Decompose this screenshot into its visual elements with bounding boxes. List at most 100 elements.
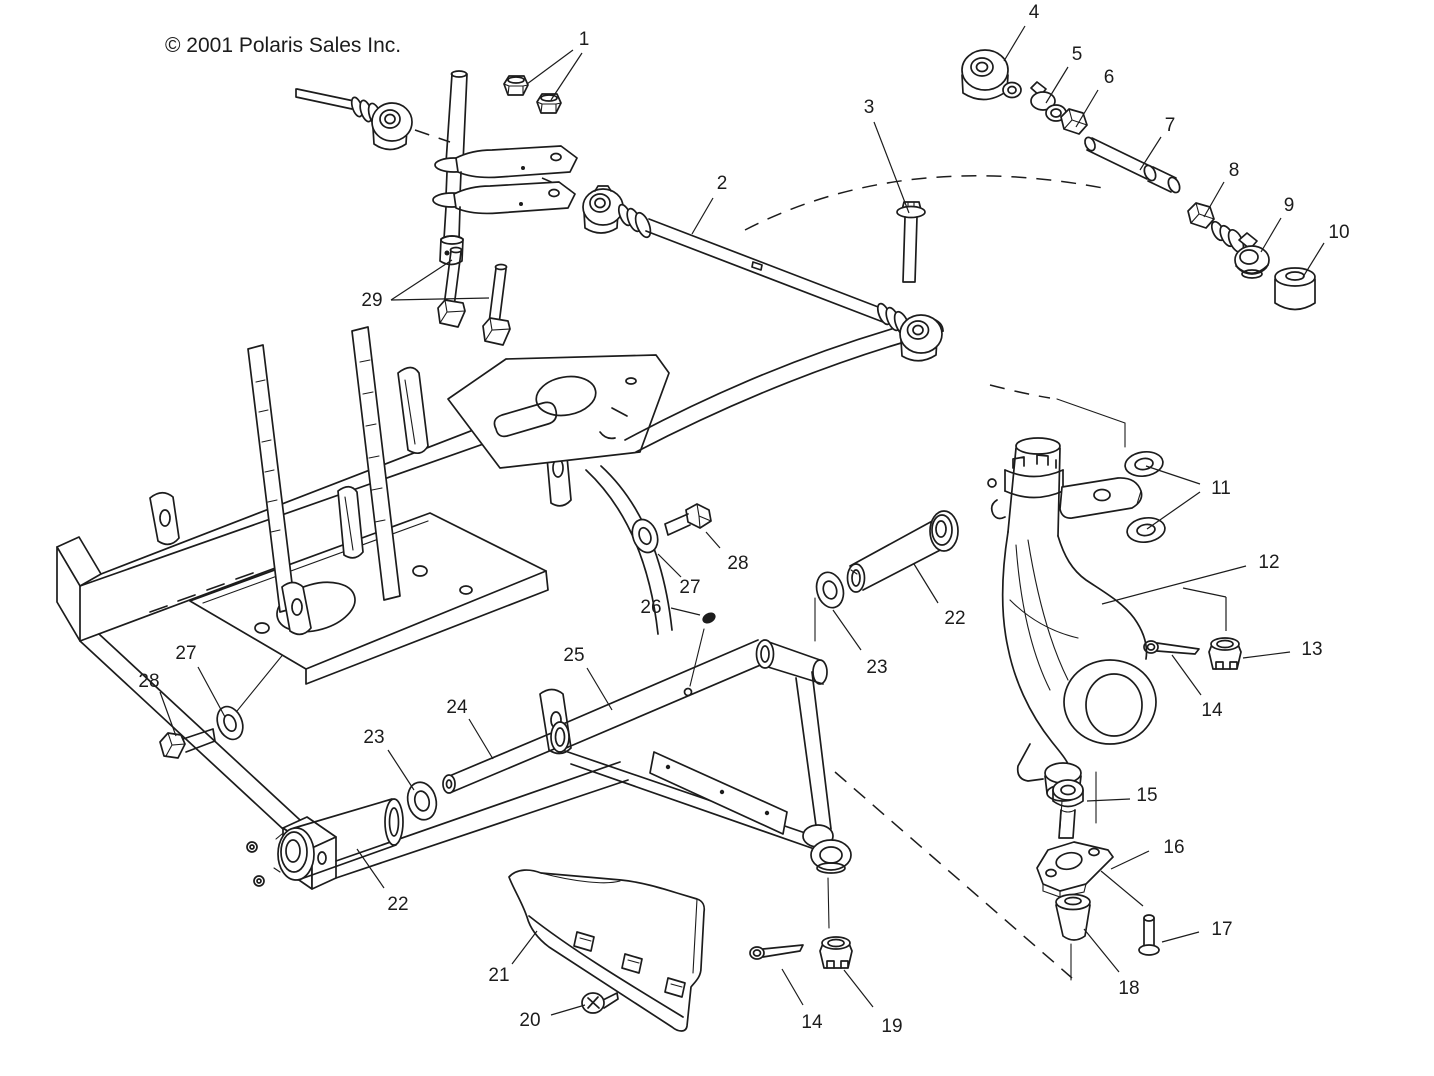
bushing-tube-22-mid	[846, 510, 959, 593]
callout-leader-18	[1083, 928, 1120, 973]
callout-7: 7	[1165, 115, 1176, 136]
cotter-pin-14-upper	[1143, 640, 1200, 655]
a-arm-guard-21	[508, 869, 706, 1032]
copyright-text: © 2001 Polaris Sales Inc.	[165, 34, 401, 57]
callout-leader-7	[1139, 136, 1162, 171]
callout-leader-23a	[387, 749, 415, 791]
callout-leader-2	[691, 197, 714, 235]
screw-20	[581, 992, 619, 1014]
shoulder-bolt-15	[1052, 779, 1084, 839]
callout-leader-28a	[159, 691, 177, 737]
washers-11	[1124, 450, 1166, 544]
callout-20: 20	[519, 1010, 540, 1031]
bolt-28-left	[159, 728, 216, 759]
callout-leader-12	[1101, 565, 1247, 605]
bolt-28-mid	[664, 503, 712, 536]
callout-24: 24	[446, 697, 468, 718]
callout-27a: 27	[175, 643, 196, 664]
callout-leader-10	[1302, 242, 1325, 278]
frame	[56, 317, 944, 890]
callout-leader-16	[1100, 870, 1144, 907]
callout-leader-29	[390, 259, 453, 301]
callout-1: 1	[579, 29, 590, 50]
callout-6: 6	[1104, 67, 1115, 88]
callout-27b: 27	[679, 577, 700, 598]
callout-9: 9	[1284, 195, 1295, 216]
callout-2: 2	[717, 173, 728, 194]
callout-leader-22a	[356, 848, 385, 889]
castle-nut-13	[1208, 637, 1242, 670]
callout-10: 10	[1328, 222, 1349, 243]
callout-22a: 22	[387, 894, 408, 915]
rod-end-9	[1210, 220, 1270, 279]
callout-23a: 23	[363, 727, 384, 748]
callout-23b: 23	[866, 657, 887, 678]
callout-leader-14a	[1171, 654, 1202, 696]
callout-14a: 14	[1201, 700, 1223, 721]
callout-16: 16	[1163, 837, 1184, 858]
callout-leader-27a	[197, 666, 226, 718]
callout-leader-15	[1086, 798, 1131, 802]
callout-leader-1	[526, 49, 574, 85]
knuckle-12	[987, 437, 1157, 830]
washer-23-left	[406, 781, 438, 821]
flange-bolt-3	[896, 201, 926, 283]
bushing-10	[1274, 267, 1316, 311]
callout-13: 13	[1301, 639, 1322, 660]
callout-leader-25	[586, 667, 613, 711]
bumper-18	[1055, 893, 1091, 941]
ball-stud-5	[1030, 81, 1067, 122]
callout-leader-21	[511, 930, 538, 965]
callout-28b: 28	[727, 553, 748, 574]
callout-leader-12	[1182, 587, 1227, 598]
callout-leader-8	[1203, 181, 1225, 218]
callout-leader-13	[1242, 651, 1291, 659]
left-tie-rod	[295, 88, 413, 151]
callout-leader-1	[550, 52, 583, 101]
callout-3: 3	[864, 97, 875, 118]
callout-leader-3	[873, 121, 910, 214]
callout-25: 25	[563, 645, 584, 666]
callout-layer: 1234567891011121314151617181914202122232…	[138, 2, 1349, 1037]
jam-nut-6	[1060, 108, 1088, 135]
callout-leader-5	[1045, 66, 1069, 104]
steering-post	[432, 70, 578, 266]
callout-leader-20	[550, 1004, 586, 1016]
callout-leader-26	[670, 607, 701, 616]
washer-23-mid	[815, 571, 845, 609]
callout-leader-4	[1003, 25, 1026, 62]
castle-nut-19	[819, 936, 853, 969]
callout-4: 4	[1029, 2, 1040, 23]
callout-26: 26	[640, 597, 661, 618]
callout-leader-9	[1260, 217, 1282, 253]
callout-leader-19	[843, 969, 874, 1008]
mount-plate-16	[1036, 841, 1114, 898]
bushing-tube-22-left	[273, 798, 404, 881]
washer-27-mid	[631, 518, 659, 554]
tie-rod-end-4	[961, 49, 1022, 101]
callout-leader-24	[468, 718, 494, 760]
tie-rod-2	[582, 185, 943, 362]
callout-28a: 28	[138, 671, 159, 692]
rivet-17	[1138, 914, 1160, 956]
callout-14b: 14	[801, 1012, 823, 1033]
washer-27-left	[216, 705, 244, 741]
callout-18: 18	[1118, 978, 1139, 999]
callout-leader-11	[1145, 465, 1201, 485]
tie-rod-shaft-7	[1084, 136, 1181, 194]
callout-leader-16	[1110, 850, 1150, 870]
callout-leader-28b	[705, 531, 721, 549]
callout-17: 17	[1211, 919, 1232, 940]
cotter-pin-14-lower	[749, 944, 804, 960]
callout-leader-6	[1075, 89, 1099, 128]
lock-nuts-1	[503, 75, 562, 114]
callout-15: 15	[1136, 785, 1157, 806]
callout-leader-22b	[913, 563, 939, 604]
callout-19: 19	[881, 1016, 902, 1037]
callout-8: 8	[1229, 160, 1240, 181]
nut-8	[1187, 202, 1215, 229]
callout-21: 21	[488, 965, 509, 986]
callout-12: 12	[1258, 552, 1279, 573]
